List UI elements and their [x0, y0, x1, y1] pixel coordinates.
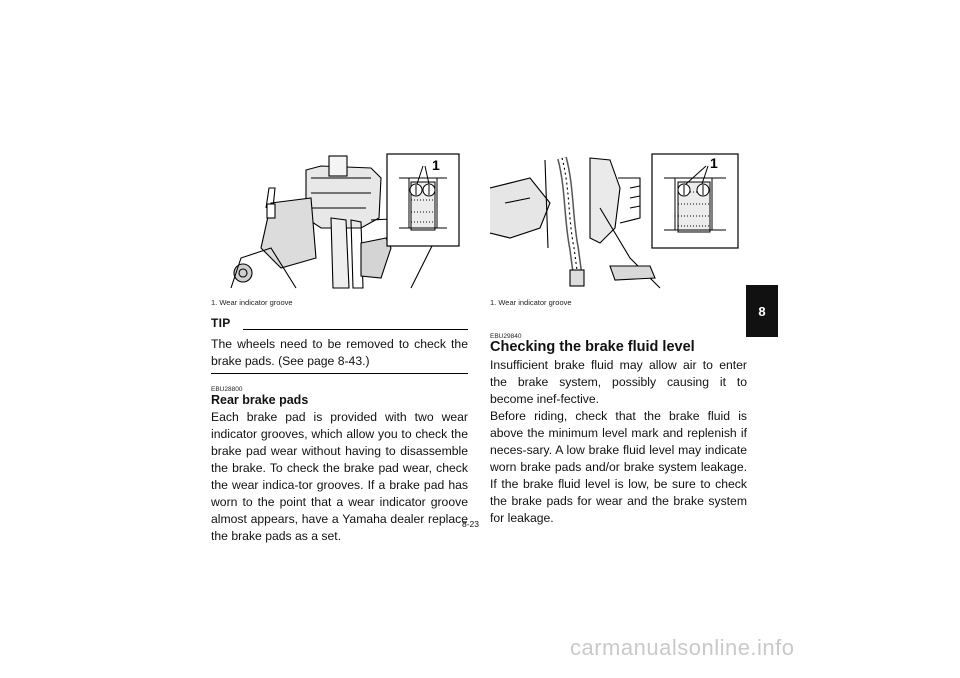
- right-figure-callout: 1: [710, 155, 718, 171]
- brake-fluid-para-1: Insufficient brake fluid may allow air t…: [490, 358, 747, 406]
- right-figure-caption: 1. Wear indicator groove: [490, 298, 572, 307]
- tip-rule-top: [243, 329, 468, 330]
- left-figure-callout: 1: [432, 157, 440, 173]
- rear-brake-heading: Rear brake pads: [211, 393, 309, 407]
- watermark: carmanualsonline.info: [570, 635, 795, 660]
- rear-brake-text: Each brake pad is provided with two wear…: [211, 410, 468, 543]
- brake-fluid-section-code: EBU29840: [490, 333, 522, 340]
- rear-brake-section-code: EBU28800: [211, 386, 243, 393]
- brake-fluid-figure: 1: [490, 148, 742, 296]
- tip-text: The wheels need to be removed to check t…: [211, 337, 468, 368]
- brake-fluid-heading: Checking the brake fluid level: [490, 339, 695, 355]
- page-number: 8-23: [462, 519, 480, 529]
- brake-fluid-illustration: 1: [490, 153, 739, 289]
- brake-fluid-para-2: Before riding, check that the brake flui…: [490, 409, 747, 525]
- left-figure-caption: 1. Wear indicator groove: [211, 298, 293, 307]
- rear-brake-figure: 1: [211, 148, 463, 296]
- tip-label: TIP: [211, 316, 231, 330]
- tip-rule-bottom: [211, 373, 468, 374]
- chapter-tab: 8: [746, 285, 778, 337]
- rear-brake-illustration: 1: [230, 153, 460, 289]
